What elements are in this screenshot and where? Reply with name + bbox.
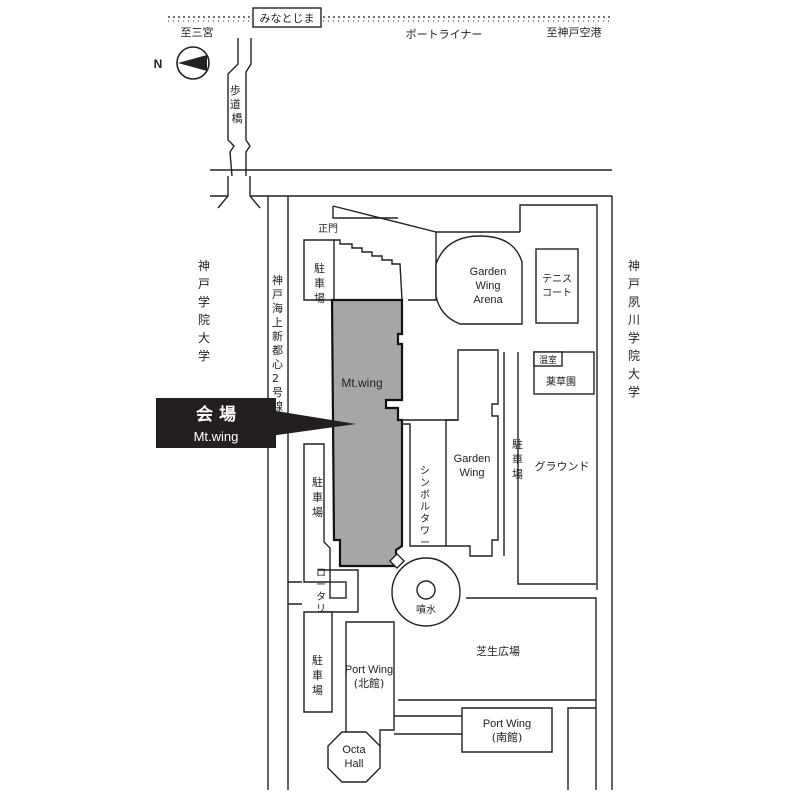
octa-hall[interactable] xyxy=(327,731,381,783)
ground-label: グラウンド xyxy=(535,459,590,473)
tennis-label-1: テニス xyxy=(542,274,572,285)
port-wing-corridor xyxy=(394,715,462,735)
campus-east-boundary xyxy=(519,204,598,590)
port-wing-south[interactable] xyxy=(461,707,553,753)
port-north-label-2: (北館) xyxy=(354,676,385,690)
tennis-label-2: コート xyxy=(542,288,572,299)
callout-sub: Mt.wing xyxy=(194,429,239,444)
direction-sannomiya: 至三宮 xyxy=(181,25,214,39)
rotary-loop xyxy=(318,569,359,613)
venue-callout xyxy=(156,398,356,448)
arena-label-3: Arena xyxy=(473,294,503,306)
greenhouse-label: 温室 xyxy=(539,354,557,366)
univ-right-label: 神戸夙川学院大学 xyxy=(628,259,640,399)
parking-south xyxy=(303,611,333,713)
garden-wing-building[interactable] xyxy=(445,349,499,557)
arena-label-1: Garden xyxy=(470,266,507,278)
bridge-label-char: 歩 xyxy=(230,83,241,97)
symbol-tower-marker xyxy=(388,552,406,570)
station-name: みなとじま xyxy=(260,12,315,25)
port-south-label-1: Port Wing xyxy=(483,718,531,730)
arena-label-2: Wing xyxy=(475,280,500,292)
parking-east-label: 駐車場 xyxy=(512,437,523,481)
fountain-label: 噴水 xyxy=(416,604,436,616)
bridge-label: 歩 道 橋 xyxy=(230,83,245,125)
direction-kobe-airport: 至神戸空港 xyxy=(547,25,602,39)
symbol-tower-label: シンボルタワー xyxy=(420,466,430,549)
station-box xyxy=(252,7,322,28)
north-compass-icon xyxy=(176,46,210,80)
mt-wing-roof-steps xyxy=(334,239,403,301)
fountain-icon xyxy=(416,580,436,600)
main-road xyxy=(210,169,612,197)
campus-top-boundary-2 xyxy=(332,205,437,301)
ground-area xyxy=(517,352,596,585)
rotary-road xyxy=(288,581,302,605)
line-name: ポートライナー xyxy=(406,28,483,41)
herb-garden-label: 薬草園 xyxy=(546,376,576,388)
corridor-outline xyxy=(402,423,446,547)
greenhouse xyxy=(533,351,563,367)
port-north-label-1: Port Wing xyxy=(345,664,393,676)
parking-south-label: 駐車場 xyxy=(312,653,323,697)
callout-title: 会 場 xyxy=(196,404,236,425)
garden-wing-label-2: Wing xyxy=(459,467,484,479)
lawn-label: 芝生広場 xyxy=(476,644,520,658)
octa-label-1: Octa xyxy=(342,744,366,756)
mt-wing-label: Mt.wing xyxy=(341,376,382,390)
bridge-label-char: 道 xyxy=(230,97,241,111)
port-south-label-2: (南館) xyxy=(492,730,523,744)
gate-label: 正門 xyxy=(318,223,338,235)
north-label: N xyxy=(154,57,163,71)
south-boundary xyxy=(567,707,596,790)
campus-top-boundary xyxy=(332,206,398,219)
rotary-island xyxy=(329,581,347,599)
garden-wing-label-1: Garden xyxy=(454,453,491,465)
octa-label-2: Hall xyxy=(345,758,364,770)
mt-wing-building[interactable] xyxy=(330,298,404,568)
lawn-boundary xyxy=(466,597,597,790)
parking-north-label: 駐車場 xyxy=(314,261,325,305)
port-liner-rail xyxy=(168,16,612,22)
tennis-court xyxy=(535,248,579,324)
pedestrian-bridge xyxy=(217,38,261,209)
parking-west xyxy=(303,443,331,583)
bridge-label-char: 橋 xyxy=(232,111,243,125)
garden-wing-arena[interactable] xyxy=(435,235,523,325)
univ-left-label: 神戸学院大学 xyxy=(198,259,210,363)
parking-west-label: 駐車場 xyxy=(312,475,323,519)
